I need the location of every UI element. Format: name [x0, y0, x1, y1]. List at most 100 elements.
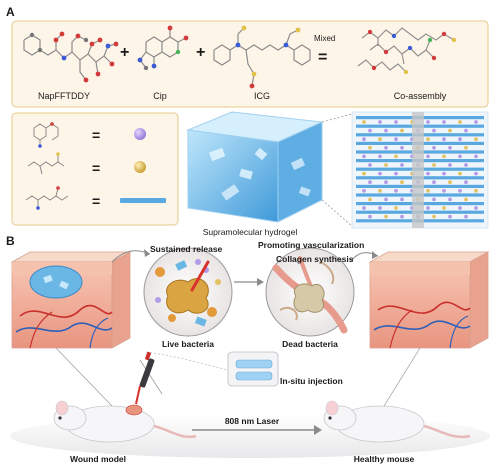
collagen-synthesis-label: Collagen synthesis — [276, 254, 354, 264]
napfftddy-atoms — [29, 31, 119, 83]
fiber-drug-ball — [394, 120, 398, 124]
fiber-drug-ball — [442, 171, 446, 176]
plus-sign-1: + — [120, 44, 129, 61]
fiber-drug-ball — [432, 163, 436, 167]
fiber-drug-ball — [394, 188, 398, 193]
fiber-drug-ball — [464, 163, 468, 167]
fiber-drug-ball — [378, 120, 382, 124]
legend-atom — [56, 152, 60, 156]
laser-pen — [135, 351, 155, 405]
fiber-drug-ball — [458, 154, 462, 159]
panel-a-letter: A — [6, 5, 15, 19]
legend-atom — [36, 206, 40, 210]
fiber-drug-ball — [394, 206, 398, 210]
live-bacteria-circle — [143, 247, 233, 337]
fiber-drug-ball — [432, 128, 436, 133]
fiber-drug-ball — [384, 180, 388, 185]
healed-skin-block — [368, 251, 490, 349]
fiber-drug-ball — [448, 214, 452, 219]
fiber-drug-ball — [432, 214, 436, 219]
fiber-drug-ball — [464, 145, 468, 150]
legend-purple-ball — [134, 128, 146, 140]
equals-sign: = — [318, 49, 327, 66]
fiber-drug-ball — [384, 145, 388, 150]
mouse-tail — [153, 424, 197, 439]
legend-atom — [50, 122, 54, 126]
fiber-drug-ball — [362, 171, 366, 176]
drug-ball — [215, 279, 221, 285]
legend-equals-2: = — [92, 160, 100, 176]
laser-beam — [135, 385, 141, 405]
fiber-drug-ball — [458, 137, 462, 142]
co-assembly-atoms — [367, 29, 457, 75]
fiber-drug-ball — [432, 197, 436, 202]
fiber-drug-ball — [400, 214, 404, 219]
fiber-drug-ball — [464, 214, 468, 219]
fiber-drug-ball — [378, 206, 382, 210]
fiber-drug-ball — [442, 120, 446, 124]
collagen-fiber — [319, 261, 335, 285]
fiber-drug-ball — [448, 128, 452, 133]
fiber-drug-ball — [426, 171, 430, 176]
fiber-drug-ball — [384, 197, 388, 202]
guide-line — [55, 347, 113, 407]
fiber-drug-ball — [442, 188, 446, 193]
fiber-drug-ball — [426, 137, 430, 142]
collagen-fiber — [279, 306, 298, 321]
panel-b-letter: B — [6, 234, 15, 248]
fiber-drug-ball — [384, 163, 388, 167]
wound-skin-block — [10, 251, 132, 349]
syringe-guide — [145, 351, 229, 371]
syringe-needle — [139, 359, 163, 395]
fiber-drug-ball — [400, 163, 404, 167]
label-cip: Cip — [153, 91, 167, 101]
fiber-drug-ball — [448, 163, 452, 167]
fiber-drug-ball — [432, 180, 436, 185]
arrow-head — [314, 425, 322, 435]
healthy-mouse-label: Healthy mouse — [354, 454, 415, 464]
arrow-head — [144, 249, 150, 257]
icg-molecule — [213, 27, 311, 87]
zoom-line-bottom — [321, 199, 353, 227]
legend-atom — [56, 186, 60, 190]
legend-fiber — [120, 198, 166, 203]
hydrogel-cube — [186, 111, 324, 223]
label-napfftddy: NapFFTDDY — [38, 91, 90, 101]
guide-line — [383, 347, 421, 407]
fiber-stack-center-band — [412, 112, 424, 228]
fiber-drug-ball — [458, 120, 462, 124]
laser-beam-inset — [190, 260, 210, 292]
fiber-drug-ball — [378, 154, 382, 159]
icg-atoms — [235, 25, 301, 89]
fiber-drug-ball — [368, 180, 372, 185]
laser-label: 808 nm Laser — [225, 416, 280, 426]
fiber-drug-ball — [442, 206, 446, 210]
fiber-drug-ball — [378, 137, 382, 142]
fiber-drug-ball — [368, 145, 372, 150]
legend-gold-ball — [134, 161, 146, 173]
fiber-drug-ball — [400, 145, 404, 150]
mixed-label: Mixed — [314, 34, 335, 43]
fiber-drug-ball — [464, 197, 468, 202]
fiber-drug-ball — [362, 154, 366, 159]
bacterium-small — [207, 307, 217, 317]
fiber-drug-ball — [474, 206, 478, 210]
bacterium-small — [168, 314, 176, 322]
fiber-drug-ball — [384, 128, 388, 133]
live-bacterium — [166, 278, 209, 314]
dead-bacterium — [293, 283, 325, 313]
zoom-line-top — [321, 113, 353, 123]
fiber-drug-ball — [368, 163, 372, 167]
fiber-drug-ball — [458, 206, 462, 210]
fiber-drug-ball — [394, 137, 398, 142]
plus-sign-2: + — [196, 44, 205, 61]
fiber-drug-ball — [448, 145, 452, 150]
hydrogel-label: Supramolecular hydrogel — [203, 227, 298, 237]
legend-equals-1: = — [92, 127, 100, 143]
wound-model-label: Wound model — [70, 454, 126, 464]
fiber-drug-ball — [362, 120, 366, 124]
cip-atoms — [137, 25, 189, 71]
fiber-drug-ball — [394, 154, 398, 159]
